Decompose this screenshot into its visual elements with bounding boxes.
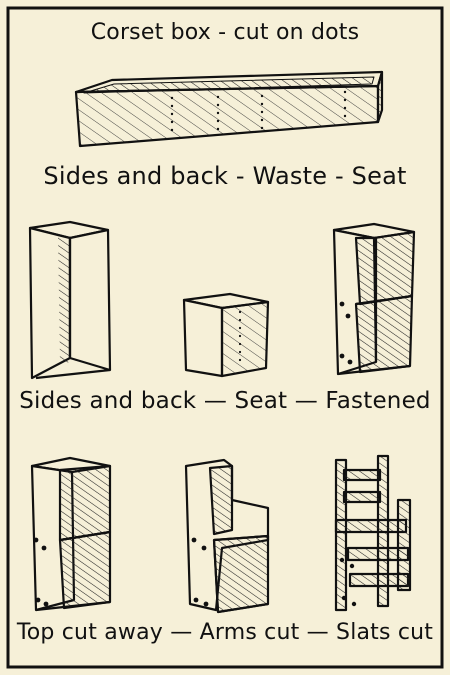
seat-piece bbox=[182, 292, 270, 378]
arms-cut-piece bbox=[184, 458, 270, 614]
sides-and-back-piece bbox=[28, 220, 112, 380]
caption-row-1: Sides and back - Waste - Seat bbox=[43, 162, 407, 190]
slats-cut-piece bbox=[334, 454, 412, 612]
top-cut-away-piece bbox=[30, 456, 112, 612]
fastened-piece bbox=[332, 222, 416, 376]
cut-dots bbox=[170, 90, 347, 132]
caption-row-2: Sides and back — Seat — Fastened bbox=[19, 388, 431, 414]
corset-box bbox=[74, 70, 384, 148]
box-front bbox=[74, 84, 380, 148]
outer-border bbox=[6, 6, 444, 669]
diagram-title: Corset box - cut on dots bbox=[90, 20, 360, 45]
box-end bbox=[376, 70, 384, 124]
caption-row-3: Top cut away — Arms cut — Slats cut bbox=[16, 620, 434, 645]
